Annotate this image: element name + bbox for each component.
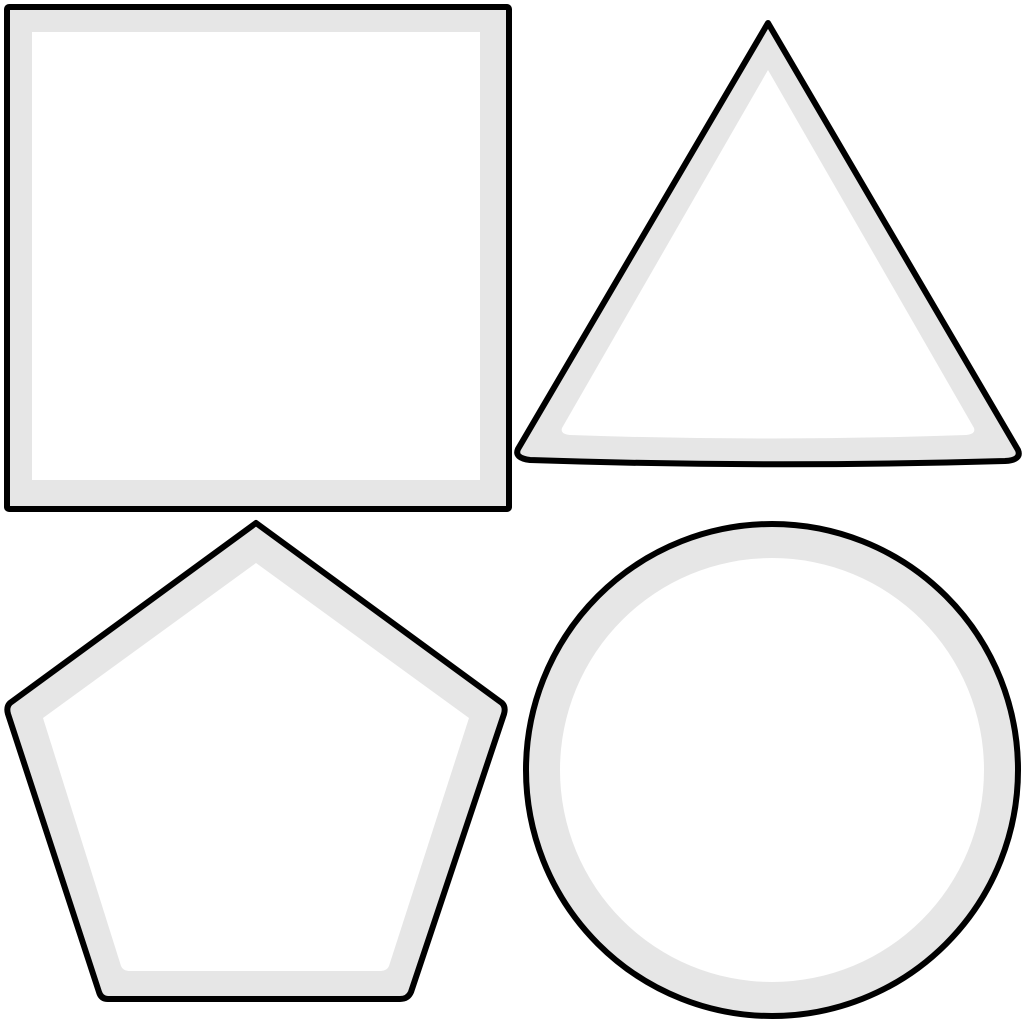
pentagon-icon (4, 520, 508, 1002)
square-icon (4, 4, 512, 512)
circle-icon (523, 521, 1021, 1019)
triangle-outline (514, 20, 1022, 468)
triangle-icon (514, 20, 1022, 468)
pentagon-interior (43, 563, 469, 971)
circle-outline (523, 521, 1021, 1019)
pentagon-outline (4, 520, 508, 1002)
square-interior (32, 32, 480, 480)
circle-interior (560, 558, 984, 982)
triangle-interior (561, 70, 975, 439)
square-outline (4, 4, 512, 512)
